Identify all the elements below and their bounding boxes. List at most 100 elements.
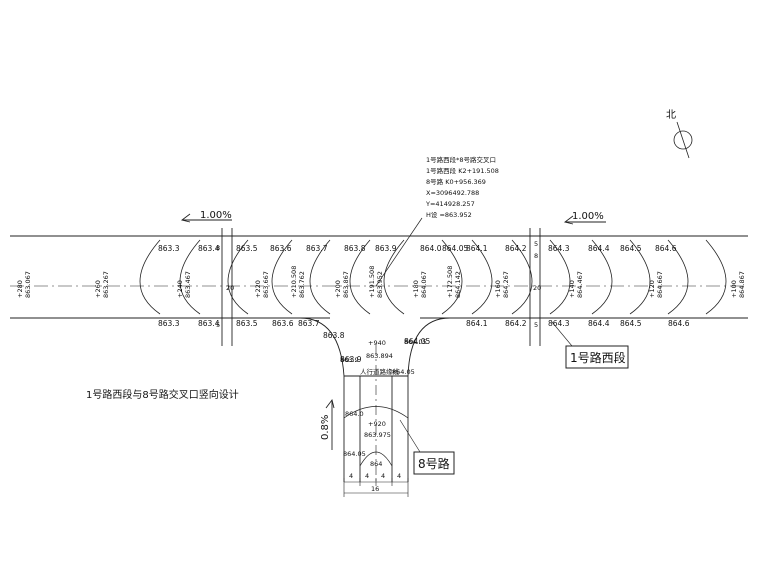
- station-number: +280: [16, 280, 24, 298]
- dim-total: 16: [371, 485, 379, 493]
- contour-arc: [549, 239, 571, 315]
- station-number: +191.508: [368, 266, 376, 298]
- main-road-name: 1号路西段: [570, 350, 626, 365]
- station-number: +220: [254, 280, 262, 298]
- grade-vertical-arrow-head: [325, 398, 335, 409]
- top-elevation-label: 864.5: [620, 244, 642, 253]
- bottom-elevation-label: 863.6: [272, 319, 294, 328]
- bottom-elevation-label: 863.7: [298, 319, 320, 328]
- bottom-elevation-label: 864.3: [548, 319, 570, 328]
- side-label-v6: 20: [533, 284, 541, 292]
- grade-vertical: 0.8%: [320, 415, 331, 440]
- contour-arc: [511, 239, 533, 315]
- top-elevation-label: 863.8: [344, 244, 366, 253]
- side-stop-line: 人行道路缘线: [360, 367, 400, 376]
- contour-arc: [349, 239, 371, 315]
- station-elevation: 864.067: [420, 271, 428, 298]
- station-number: +172.508: [446, 266, 454, 298]
- drawing-title: 1号路西段与8号路交叉口竖向设计: [86, 388, 239, 401]
- station-number: +180: [412, 280, 420, 298]
- station-elevation: 864.667: [656, 271, 664, 298]
- station-elevation: 863.667: [262, 271, 270, 298]
- top-elevation-label: 863.3: [158, 244, 180, 253]
- contour-arc: [383, 239, 405, 315]
- side-road-dimension: [343, 478, 409, 497]
- contour-arc: [629, 239, 651, 315]
- station-number: +240: [176, 280, 184, 298]
- contour-arc: [271, 239, 293, 315]
- bottom-elevation-label: 863.9: [340, 355, 362, 364]
- station-number: +160: [494, 280, 502, 298]
- curb-return-left: [299, 317, 345, 377]
- station-elevation: 864.267: [502, 271, 510, 298]
- side-label-v1: 8: [216, 244, 220, 252]
- top-elevation-label: 864.4: [588, 244, 610, 253]
- north-label: 北: [666, 109, 676, 121]
- station-elevation: 864.867: [738, 271, 746, 298]
- side-e-864-05a: 864.05: [392, 368, 415, 376]
- info-line-5: H设 =863.952: [426, 210, 472, 219]
- side-label-v5: 5: [534, 321, 538, 329]
- contour-arc: [139, 239, 161, 315]
- bottom-elevation-label: 863.4: [198, 319, 220, 328]
- grade-left-arrow-head: [180, 213, 191, 223]
- top-elevation-label: 863.6: [270, 244, 292, 253]
- station-number: +210.508: [290, 266, 298, 298]
- info-line-0: 1号路西段*8号路交叉口: [426, 155, 496, 164]
- grade-left: 1.00%: [200, 210, 232, 221]
- side-e-864-05c: 864.05: [343, 450, 366, 458]
- bottom-elevation-label: 864.05: [404, 337, 430, 346]
- top-elevation-label: 863.5: [236, 244, 258, 253]
- bottom-elevation-label: 864.5: [620, 319, 642, 328]
- grade-right: 1.00%: [572, 211, 604, 222]
- contour-arc: [591, 239, 613, 315]
- bottom-elevation-label: 863.3: [158, 319, 180, 328]
- main-road-name-box: 1号路西段: [551, 321, 629, 369]
- station-elevation: 863.267: [102, 271, 110, 298]
- side-elev-940: 863.894: [366, 352, 393, 360]
- side-elev-920: 863.975: [364, 431, 391, 439]
- contour-arc: [471, 239, 493, 315]
- contour-arc: [179, 239, 201, 315]
- top-elevation-label: 864.3: [548, 244, 570, 253]
- side-label-v4: 5: [216, 321, 220, 329]
- station-number: +140: [568, 280, 576, 298]
- side-sta-940: +940: [368, 339, 386, 347]
- contour-lines: [139, 239, 727, 315]
- side-e-864-0: 864.0: [345, 410, 364, 418]
- station-elevation: 863.762: [298, 271, 306, 298]
- contour-arc: [441, 239, 463, 315]
- top-elevation-label: 863.4: [198, 244, 220, 253]
- top-elevation-label: 864.1: [466, 244, 488, 253]
- dim-1: 4: [365, 472, 369, 480]
- side-label-v7: 8: [534, 252, 538, 260]
- station-elevation: 864.467: [576, 271, 584, 298]
- dim-2: 4: [381, 472, 385, 480]
- side-label-v2: 5: [534, 240, 538, 248]
- contour-arc: [705, 239, 727, 315]
- side-e-864: 864: [370, 460, 382, 468]
- contour-arc: [309, 239, 331, 315]
- info-line-3: X=3096492.788: [426, 189, 479, 197]
- side-e-864-05b: 864.05: [404, 338, 427, 346]
- bottom-elevation-label: 864.4: [588, 319, 610, 328]
- bottom-elevation-label: 864.6: [668, 319, 690, 328]
- bottom-elevation-label: 864.2: [505, 319, 527, 328]
- station-elevation: 863.952: [376, 271, 384, 298]
- grade-right-arrow-head: [563, 215, 574, 225]
- station-elevation: 864.142: [454, 271, 462, 298]
- north-arrow-icon: 北: [666, 109, 693, 159]
- side-e-863-9: 863.9: [340, 356, 359, 364]
